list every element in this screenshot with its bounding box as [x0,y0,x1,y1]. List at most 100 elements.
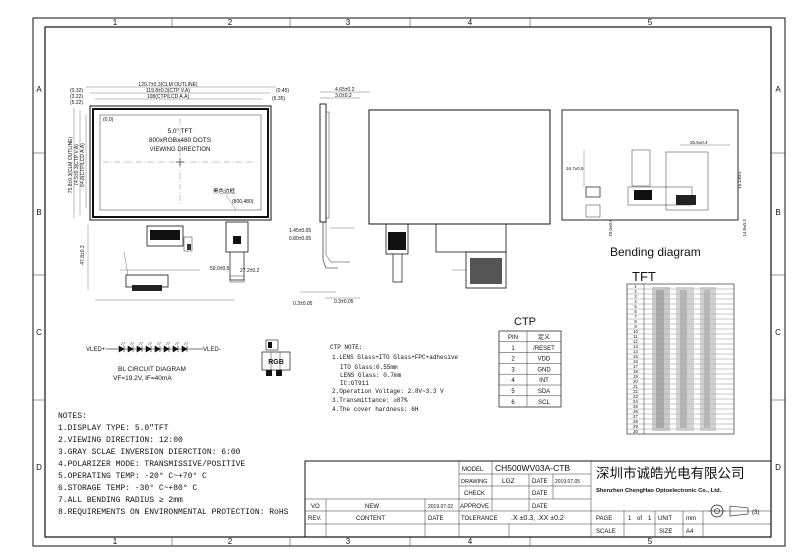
size-value: A4 [686,529,694,535]
ctp-note-title: CTP NOTE: [330,344,362,351]
col-label: 2 [228,18,233,27]
notes-title: NOTES: [58,412,87,421]
tft-pin-number: 10 [633,329,638,334]
led-emission-icon [138,341,144,346]
led-diode-icon [145,345,154,353]
dim-outline-height: 75.8±0.3(CLM OUTLINE) [68,136,74,193]
drawing-date: 2019.07.05 [555,479,580,485]
ctp-header: 定义 [538,333,550,341]
col-label: 3 [346,537,351,546]
row-label: D [775,463,781,472]
col-label: 4 [468,18,473,27]
tft-pin-number: 9 [634,324,637,329]
ctp-pin-signal: INT [539,378,549,384]
col-label: 4 [468,537,473,546]
dim-right: (0.45) [276,88,289,94]
tft-pin-number: 18 [633,369,638,374]
dim-thickness-lcd: 3.0±0.2 [335,93,352,99]
tft-pin-number: 2 [634,289,637,294]
tolerance-label: TOLERANCE [461,516,498,522]
led-emission-icon [183,341,189,346]
check-label: CHECK [464,491,485,497]
notes-block: NOTES: 1.DISPLAY TYPE: 5.0"TFT 2.VIEWING… [58,412,289,517]
row-label: B [775,208,780,217]
model-value: CH500WV03A-CTB [495,463,570,473]
bend-dim: 14.8±0.3 [742,219,747,237]
black-border-note: 黑色边框 [213,187,236,195]
back-fpc-stiffener [470,258,502,284]
tft-pin-number: 30 [633,429,638,434]
date-label: DATE [532,491,548,497]
vled-plus-label: VLED+ [86,347,106,353]
vled-minus-label: VLED- [203,347,221,353]
ctp-pin-signal: VDD [538,357,551,363]
dim-fpc-left: 47.8±0.3 [80,245,86,265]
company-en: Shenzhen ChengHao Optoelectronic Co., Lt… [596,488,722,494]
side-lcd [319,103,327,223]
ctp-pin-number: 1 [511,346,515,352]
size-label: SIZE [659,529,672,535]
ctp-pin-signal: /RESET [533,346,555,352]
tft-pin-number: 7 [634,314,637,319]
led-emission-icon [120,341,126,346]
content-label: CONTENT [356,516,385,522]
row-label: D [36,463,42,472]
tft-pin-number: 14 [633,349,638,354]
dim-aa-width: 108(CTP/LCD A.A) [147,94,190,100]
dim-left: (5.22) [70,100,83,106]
tft-pin-number: 20 [633,379,638,384]
tft-pin-number: 27 [633,414,638,419]
dim-fpc-bottom: 59.0±0.5 [210,266,230,272]
resolution-label: 800xRGBx480 DOTS [149,137,212,144]
led-diode-icon [136,345,145,353]
outer-border [32,17,786,547]
page-label: PAGE [596,516,612,522]
dim-fpc-thick: 1.45±0.05 [289,228,311,234]
ctp-note-line: 1.LENS Glass+ITO Glass+FPC+adhesive [332,354,458,361]
tft-pin-number: 28 [633,419,638,424]
ctp-note-line: ITO Glass:0.55mm [340,364,398,371]
tft-pin-number: 23 [633,394,638,399]
tft-pin-number: 5 [634,304,637,309]
row-label: A [775,85,781,94]
tft-pin-number: 4 [634,299,637,304]
fpc-ic [150,230,180,240]
note-line: 2.VIEWING DIRECTION: 12:00 [58,436,183,445]
note-line: 7.ALL BENDING RADIUS ≥ 2mm [58,496,183,505]
bend-dim: 70.0±0.5 [608,219,613,237]
tft-pin-number: 8 [634,319,637,324]
led-emission-icon [174,341,180,346]
side-view: 4.65±0.2 3.0±0.2 1.45±0.05 0.80±0.05 0.3… [289,87,370,307]
tft-pin-table: TFT 123456789101112131415161718192021222… [626,269,735,435]
side-ctp [325,111,330,219]
bl-circuit-title: BL CIRCUIT DIAGRAM [118,366,186,373]
dim-fpc-end: 0.3±0.05 [293,301,313,307]
bl-circuit-spec: VF=19.2V, IF=40mA [113,375,172,382]
col-label: 5 [648,18,653,27]
led-emission-icon [165,341,171,346]
tft-pin-number: 16 [633,359,638,364]
led-diode-icon [181,345,190,353]
ctp-pin-signal: SDA [538,389,550,395]
dim-fpc-right: 27.2±0.2 [240,268,260,274]
dim-aa-height: 64.8(CTP/LCD A.A) [80,143,86,187]
led-diode-icon [127,345,136,353]
ctp-header: PIN [508,335,518,341]
ctp-pin-signal: GND [537,367,551,373]
module-outline [89,105,272,221]
tft-pin-number: 19 [633,374,638,379]
dim-outline-width: 120.7±0.3(CLM OUTLINE) [138,82,197,88]
tft-pin-number: 21 [633,384,638,389]
ctp-pin-number: 4 [511,378,515,384]
col-label: 1 [113,537,118,546]
model-label: MODEL [462,467,484,473]
tft-pin-number: 15 [633,354,638,359]
tft-pin-number: 22 [633,389,638,394]
led-diode-icon [172,345,181,353]
row-label: A [36,85,42,94]
tft-pin-number: 29 [633,424,638,429]
ctp-fpc [225,221,249,253]
bend-dim: 16.7±0.5 [566,166,584,171]
note-line: 5.OPERATING TEMP: -20° C~+70° C [58,472,207,481]
